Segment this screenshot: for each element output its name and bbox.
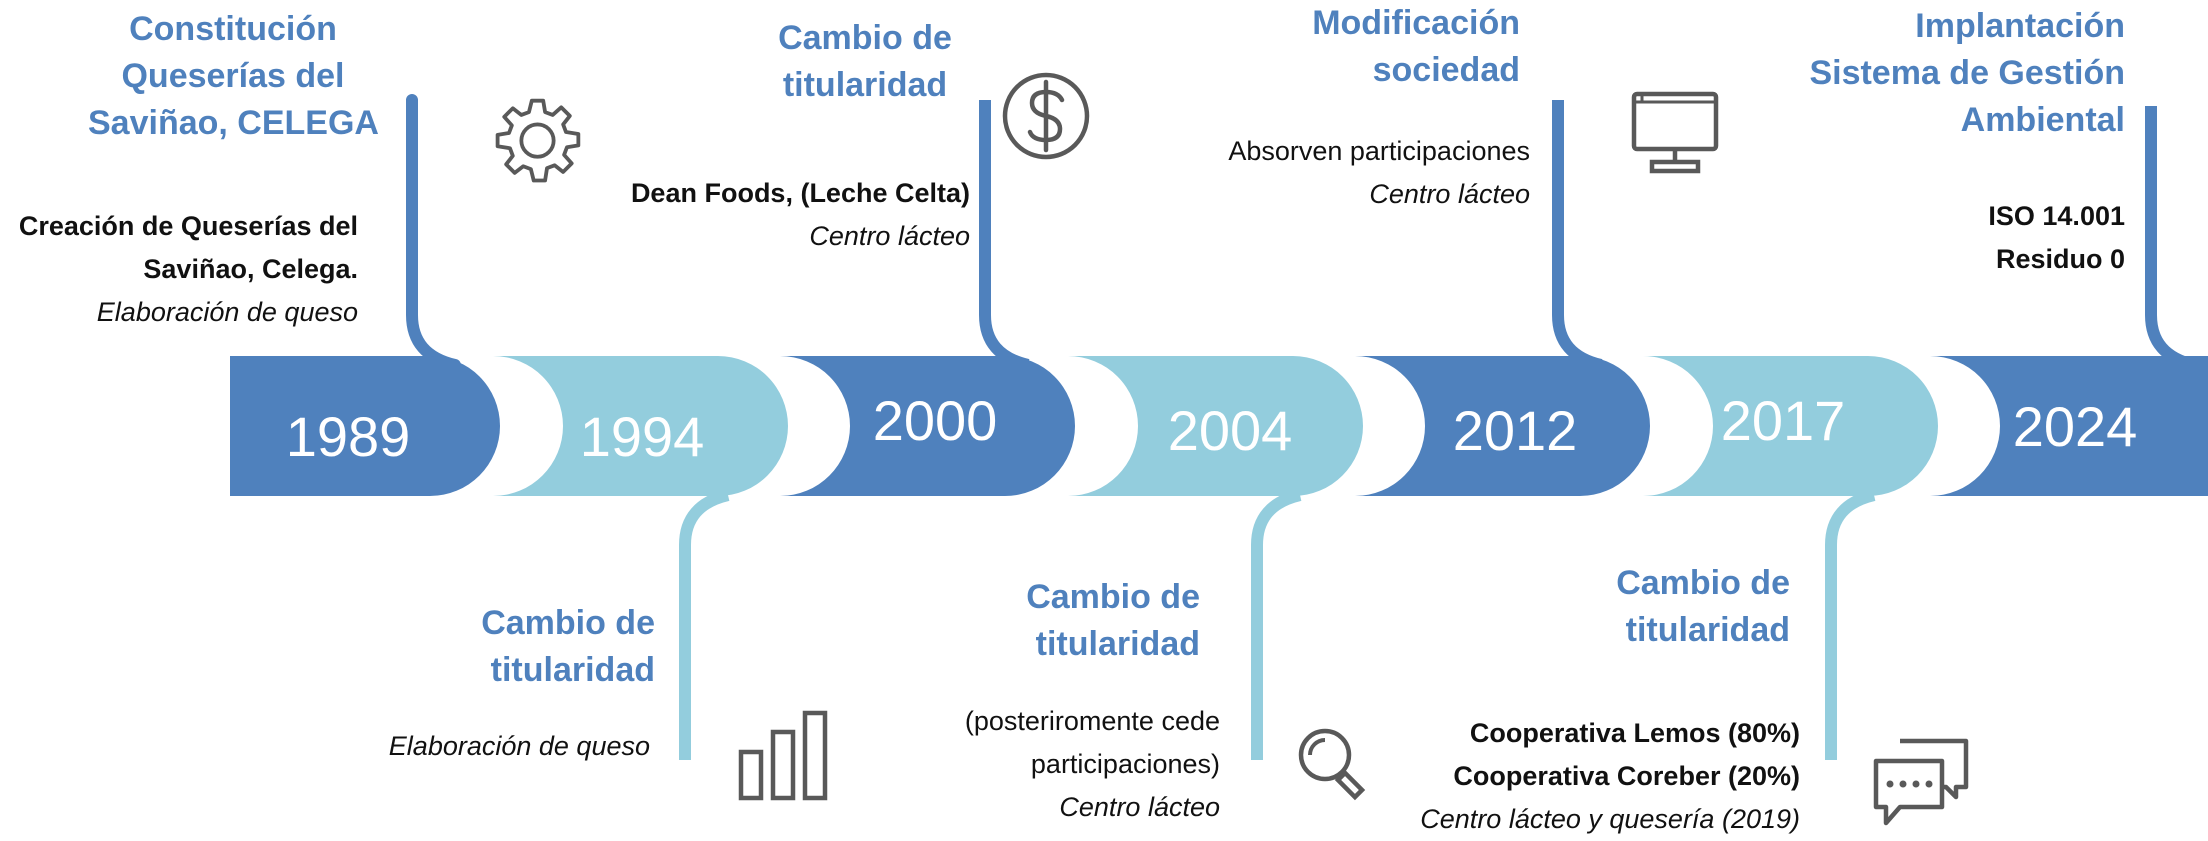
arrow-2024 <box>1930 356 2208 496</box>
connector-2024 <box>2145 106 2196 371</box>
year-2017: 2017 <box>1721 389 1846 452</box>
arrow-2000 <box>780 356 1075 496</box>
connector-2004 <box>1251 489 1302 760</box>
milestone-2024-title: Implantación Sistema de Gestión Ambienta… <box>1809 7 2125 139</box>
milestone-1989-desc: Creación de Queserías del Saviñao, Celeg… <box>18 211 358 327</box>
arrow-2012 <box>1355 356 1650 496</box>
connector-1989 <box>406 94 461 371</box>
connector-2017 <box>1825 489 1876 760</box>
milestone-1989-title: Constitución Queserías del Saviñao, CELE… <box>88 10 379 142</box>
milestone-2017-title: Cambio de titularidad <box>1616 564 1790 649</box>
computer-icon <box>1631 91 1719 174</box>
year-2024: 2024 <box>2013 395 2138 458</box>
milestone-1994-desc: Elaboración de queso <box>388 731 650 761</box>
year-1994: 1994 <box>580 405 705 468</box>
milestone-2017-desc: Cooperativa Lemos (80%) Cooperativa Core… <box>1420 718 1800 834</box>
connector-2012 <box>1552 100 1603 371</box>
arrow-1989 <box>230 356 500 496</box>
arrow-2017 <box>1643 356 1938 496</box>
bar-chart-icon <box>738 710 828 801</box>
milestone-2024-desc: ISO 14.001 Residuo 0 <box>1988 201 2125 274</box>
search-icon <box>1298 728 1366 801</box>
year-1989: 1989 <box>286 405 411 468</box>
milestone-2004-title: Cambio de titularidad <box>1026 578 1200 663</box>
milestone-2000-desc: Dean Foods, (Leche Celta) Centro lácteo <box>630 178 970 251</box>
milestone-2000-title: Cambio de titularidad <box>778 19 952 104</box>
year-2004: 2004 <box>1168 399 1293 462</box>
milestone-1994-title: Cambio de titularidad <box>481 604 655 689</box>
year-2000: 2000 <box>873 389 998 452</box>
arrow-1994 <box>493 356 788 496</box>
dollar-icon <box>1002 72 1090 160</box>
connector-1994 <box>679 489 730 760</box>
milestone-2004-desc: (posteriromente cede participaciones) Ce… <box>964 706 1220 822</box>
arrow-2004 <box>1068 356 1363 496</box>
year-2012: 2012 <box>1453 399 1578 462</box>
gear-icon <box>495 98 581 183</box>
milestone-2012-desc: Absorven participaciones Centro lácteo <box>1228 136 1530 209</box>
milestone-2012-title: Modificación sociedad <box>1312 4 1520 89</box>
chat-icon <box>1873 738 1969 826</box>
